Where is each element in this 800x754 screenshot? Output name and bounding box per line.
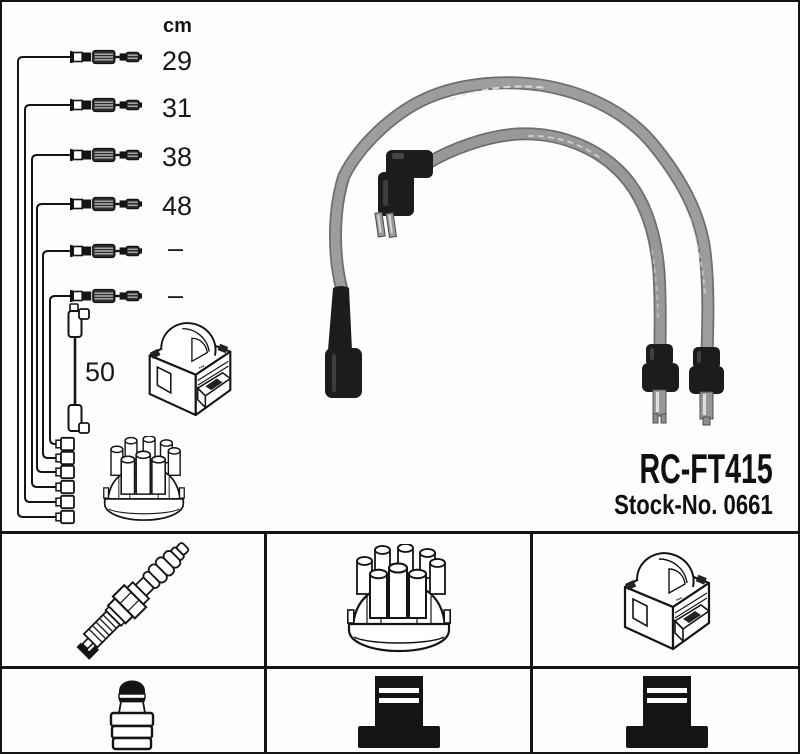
cable-length-label-5: – [168,233,183,263]
cable-assembly-row [69,243,143,259]
photo-cable-outer [328,76,715,359]
photo-connector-right [689,347,724,426]
parts-table-cell-coil-terminal [533,669,800,754]
photo-elbow-boot [374,150,433,238]
distributor-cap-icon [346,544,451,653]
cable-assembly-row [69,147,143,163]
parts-table [0,531,800,754]
photo-straight-boot [325,286,362,398]
stock-number: Stock-No. 0661 [614,489,773,520]
cable-length-label-1: 29 [162,46,192,76]
cable-length-diagram: cm 29 31 38 48 – – 50 [17,15,232,525]
coil-wire-drawing [67,303,90,434]
cable-assembly-row [69,97,143,113]
cable-length-label-3: 38 [162,142,192,172]
parts-table-cell-distributor-cap [267,534,533,669]
cable-length-label-4: 48 [162,191,192,221]
ignition-coil-drawing [148,321,232,417]
part-number: RC-FT415 [639,445,773,492]
cable-length-label-2: 31 [162,93,192,123]
cable-assembly-row [69,196,143,212]
unit-label: cm [163,15,192,37]
cable-assembly-row [69,288,143,304]
parts-table-cell-spark-plug [0,534,267,669]
cable-assembly-row [69,49,143,65]
plug-terminal-nut-icon [109,678,155,750]
spark-plug-icon [68,536,198,663]
product-code-block: RC-FT415 Stock-No. 0661 [572,445,773,520]
distributor-cap-drawing [102,436,186,521]
parts-table-cell-distributor-terminal [267,669,533,754]
coil-terminal-icon [625,675,708,748]
cable-routing-lines [17,56,70,518]
photo-cable-inner [421,127,667,357]
photo-connector-left [642,344,679,424]
distributor-terminal-icon [357,675,440,748]
coil-wire-length-label: 50 [85,357,115,387]
distributor-stub-connectors [55,436,75,525]
parts-table-cell-ignition-coil [533,534,800,669]
cable-length-label-6: – [168,280,183,310]
ignition-coil-icon [623,552,710,651]
parts-table-cell-plug-terminal [0,669,267,754]
cable-set-photo [325,76,724,426]
